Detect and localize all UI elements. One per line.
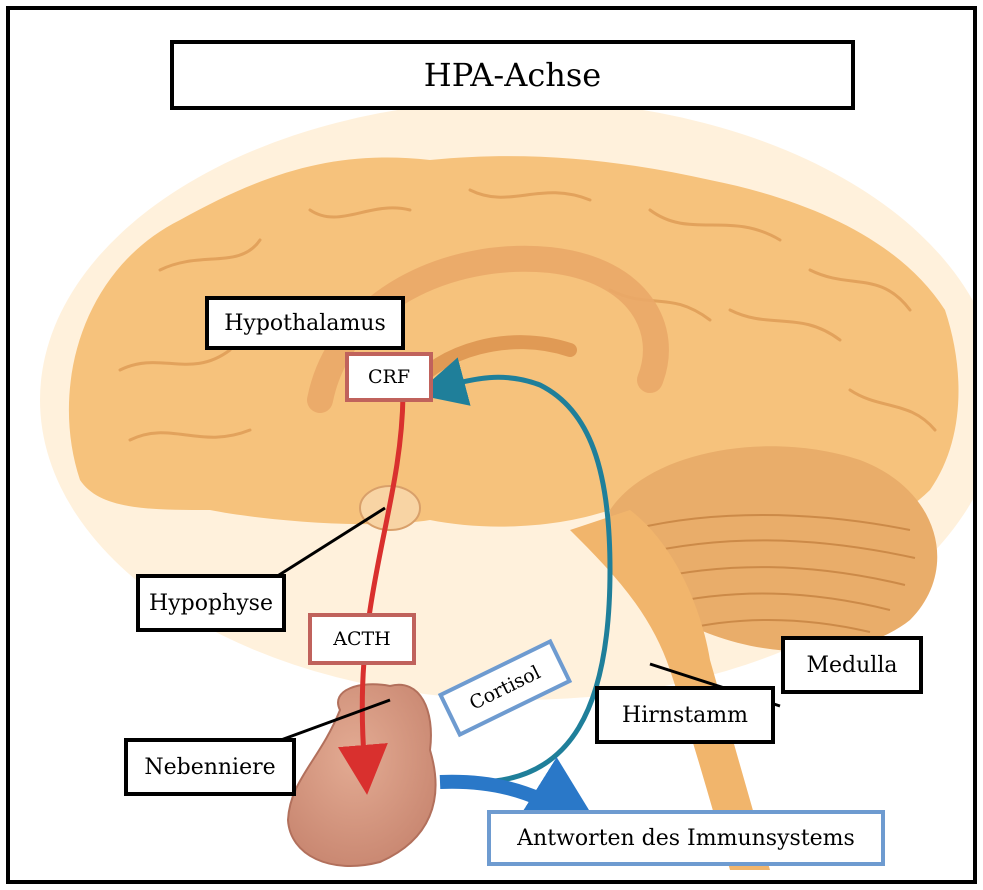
diagram-frame: HPA-Achse Hypothalamus CRF Hypophyse ACT…: [6, 6, 977, 884]
label-acth: ACTH: [308, 613, 416, 665]
label-nebenniere: Nebenniere: [124, 738, 296, 796]
label-medulla: Medulla: [781, 636, 923, 694]
label-hypothalamus: Hypothalamus: [205, 296, 405, 350]
label-crf: CRF: [345, 352, 433, 402]
label-hypophyse: Hypophyse: [136, 574, 286, 632]
label-immune-responses: Antworten des Immunsystems: [487, 810, 885, 866]
diagram-title: HPA-Achse: [170, 40, 855, 110]
label-hirnstamm: Hirnstamm: [595, 686, 775, 744]
